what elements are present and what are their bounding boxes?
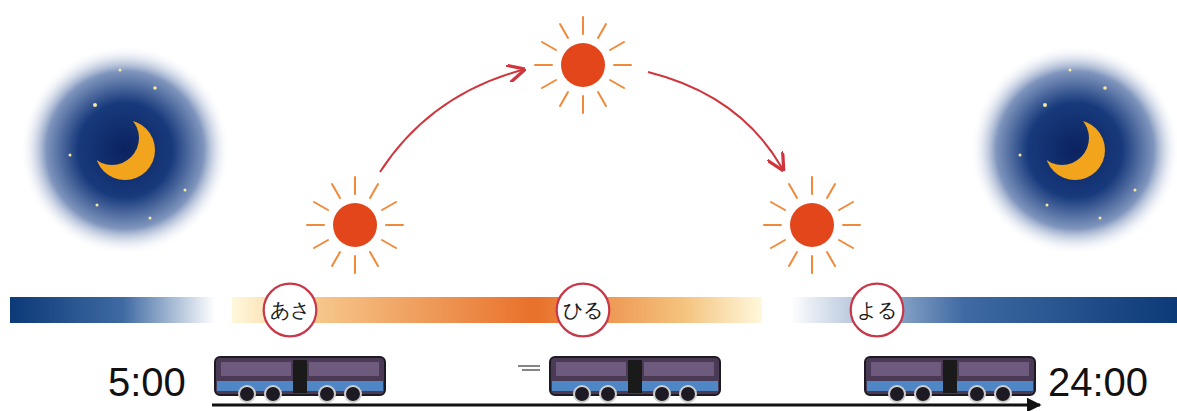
moon-left	[20, 45, 230, 255]
time-label: 5:00	[108, 362, 186, 402]
speed-lines	[518, 366, 540, 370]
time-circle: よる	[849, 282, 905, 338]
sun-path-arrow	[380, 70, 522, 172]
time-label: よる	[857, 300, 897, 320]
sun-noon	[535, 17, 631, 113]
night-band	[790, 297, 1177, 323]
time-label: ひる	[563, 300, 603, 320]
sun-path-arrow	[648, 72, 782, 168]
sun-morning	[307, 177, 403, 273]
sun-evening	[764, 177, 860, 273]
bus	[550, 357, 720, 402]
time-circle: あさ	[262, 282, 318, 338]
night-band	[10, 297, 215, 323]
time-axis	[212, 404, 1040, 407]
bus	[865, 357, 1035, 402]
bus	[215, 357, 385, 402]
time-label: 24:00	[1048, 362, 1148, 402]
time-label: あさ	[270, 300, 310, 320]
time-circle: ひる	[555, 282, 611, 338]
moon-right	[970, 45, 1177, 255]
